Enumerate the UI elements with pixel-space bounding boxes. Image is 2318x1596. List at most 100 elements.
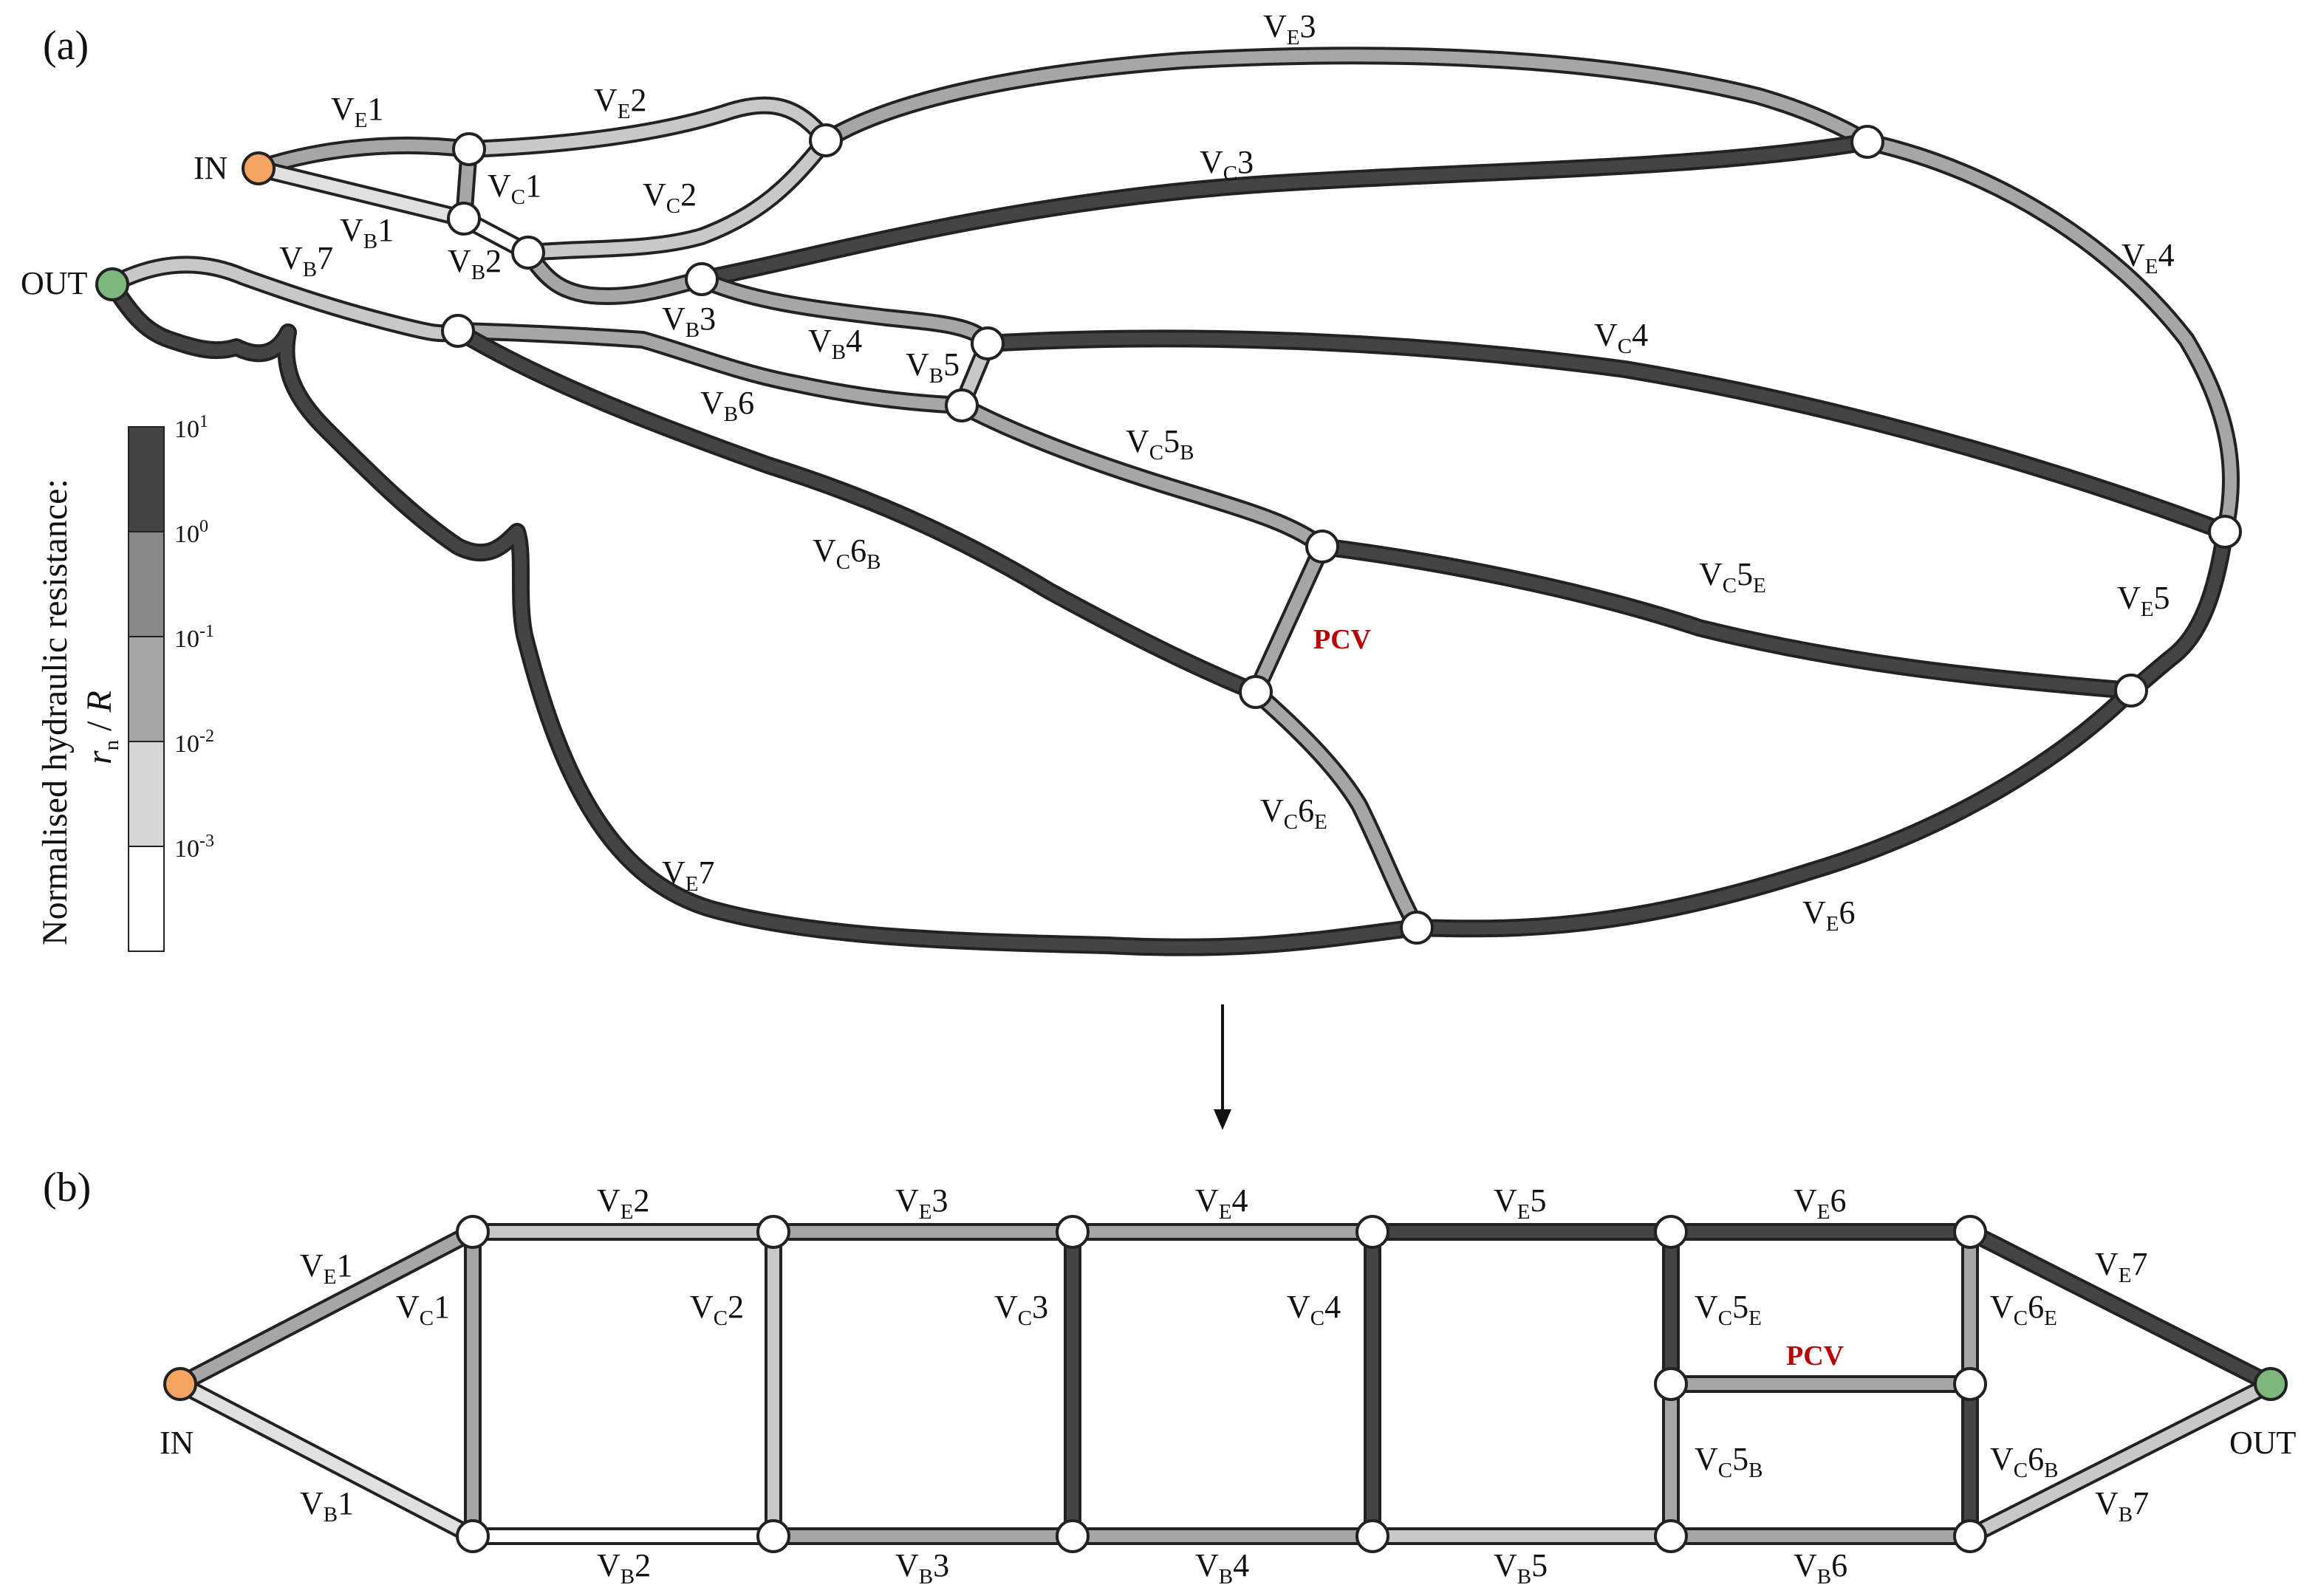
label-vb2-a: VB2 [448, 243, 502, 284]
label-vb3-b: VB3 [895, 1547, 949, 1589]
vein-a-pcv [1247, 538, 1331, 701]
label-ve3-b: VE3 [895, 1182, 948, 1224]
label-ve1-a: VE1 [331, 91, 384, 132]
label-vc5e-a: VC5E [1699, 556, 1766, 597]
label-vc4-a: VC4 [1594, 317, 1648, 358]
label-vc4-b: VC4 [1287, 1289, 1341, 1330]
junction-node [1056, 1215, 1090, 1249]
vein-b-vb7 [1961, 1375, 2280, 1545]
panel-label-b: (b) [43, 1165, 91, 1210]
junction-node [1400, 911, 1434, 945]
label-vc6b-b: VC6B [1990, 1441, 2058, 1482]
vein-a-ve2 [460, 96, 835, 158]
label-vc6b-a: VC6B [813, 532, 881, 574]
vein-a-vc2 [519, 131, 835, 261]
junction-node [511, 236, 545, 270]
label-ve6-b: VE6 [1794, 1182, 1847, 1224]
label-vb1-b: VB1 [300, 1485, 354, 1527]
junction-node [1654, 1215, 1688, 1249]
vein-a-vb4 [693, 270, 996, 352]
colorbar-band [128, 846, 165, 952]
colorbar-title: Normalised hydraulic resistance: [35, 479, 75, 945]
label-ve1-b: VE1 [300, 1247, 353, 1289]
vein-a-ve3 [817, 47, 1876, 151]
pcv-label-b: PCV [1786, 1340, 1845, 1371]
vein-a-vc3 [693, 133, 1876, 288]
label-ve5-b: VE5 [1494, 1182, 1547, 1224]
label-ve2-b: VE2 [597, 1182, 650, 1224]
junction-node [1355, 1215, 1389, 1249]
out-node-b [2254, 1367, 2288, 1401]
label-vc2-a: VC2 [643, 177, 697, 218]
out-label-b: OUT [2229, 1425, 2297, 1461]
junction-node [1056, 1519, 1090, 1553]
vein-a-vc6b [449, 322, 1265, 701]
vein-b-ve7 [1961, 1223, 2280, 1393]
label-vb3-a: VB3 [662, 301, 716, 342]
vein-a-vb7 [103, 256, 467, 343]
label-ve7-b: VE7 [2095, 1246, 2148, 1287]
vein-a-vb1 [250, 160, 473, 227]
junction-node [756, 1519, 790, 1553]
wing-veins-panel-a [103, 47, 2240, 956]
label-vb2-b: VB2 [597, 1547, 651, 1589]
label-vc1-b: VC1 [396, 1289, 450, 1330]
label-ve5-a: VE5 [2117, 580, 2170, 621]
junction-node [1654, 1367, 1688, 1401]
junction-node [809, 123, 843, 157]
vein-a-vc5b [953, 397, 1331, 555]
label-vc5b-a: VC5B [1126, 423, 1194, 465]
junction-node [1355, 1519, 1389, 1553]
label-vc1-a: VC1 [488, 168, 541, 209]
junction-node [685, 262, 719, 296]
label-ve4-a: VE4 [2122, 237, 2175, 278]
out-label-a: OUT [21, 265, 88, 301]
label-vc5b-b: VC5B [1695, 1441, 1763, 1482]
junction-node [1953, 1519, 1987, 1553]
junction-node [756, 1215, 790, 1249]
vein-a-vb3 [519, 244, 711, 305]
panel-label-a: (a) [43, 23, 89, 69]
label-vb5-b: VB5 [1494, 1547, 1548, 1589]
label-vc6e-b: VC6E [1990, 1289, 2057, 1330]
vein-b-ve1 [171, 1223, 482, 1393]
junction-node [1654, 1519, 1688, 1553]
junction-node [456, 1519, 490, 1553]
colorbar-tick-label: 100 [174, 517, 208, 548]
label-vb1-a: VB1 [340, 212, 394, 253]
label-ve6-a: VE6 [1802, 894, 1856, 936]
in-node-a [242, 151, 276, 185]
label-ve3-a: VE3 [1263, 8, 1316, 49]
in-label-a: IN [194, 150, 228, 186]
junction-node [441, 314, 475, 348]
junction-node [447, 202, 481, 236]
schematic-veins-panel-b [171, 1223, 2280, 1545]
in-label-b: IN [160, 1425, 194, 1461]
colorbar-tick-label: 10-1 [174, 622, 214, 653]
vein-a-vb6 [449, 322, 971, 414]
colorbar-formula: rn / R [80, 691, 123, 764]
label-vb6-b: VB6 [1794, 1547, 1847, 1589]
label-vb7-b: VB7 [2095, 1485, 2149, 1527]
junction-node [971, 326, 1005, 360]
vein-a-ve1 [250, 136, 478, 177]
junction-node [2114, 674, 2148, 708]
colorbar-tick-label: 10-2 [174, 727, 214, 758]
junction-node [1850, 125, 1884, 159]
label-vb6-a: VB6 [700, 385, 754, 426]
label-vc3-a: VC3 [1200, 144, 1254, 185]
label-ve7-a: VE7 [662, 854, 715, 896]
colorbar-band [128, 531, 165, 637]
colorbar-tick-label: 10-3 [174, 832, 214, 863]
colorbar-band [128, 741, 165, 847]
vein-a-vc6e [1247, 683, 1426, 936]
label-vb4-b: VB4 [1195, 1547, 1249, 1589]
junction-node [456, 1215, 490, 1249]
junction-node [1953, 1215, 1987, 1249]
junction-node [1953, 1367, 1987, 1401]
label-vc5e-b: VC5E [1695, 1289, 1762, 1330]
label-ve4-b: VE4 [1195, 1182, 1248, 1224]
